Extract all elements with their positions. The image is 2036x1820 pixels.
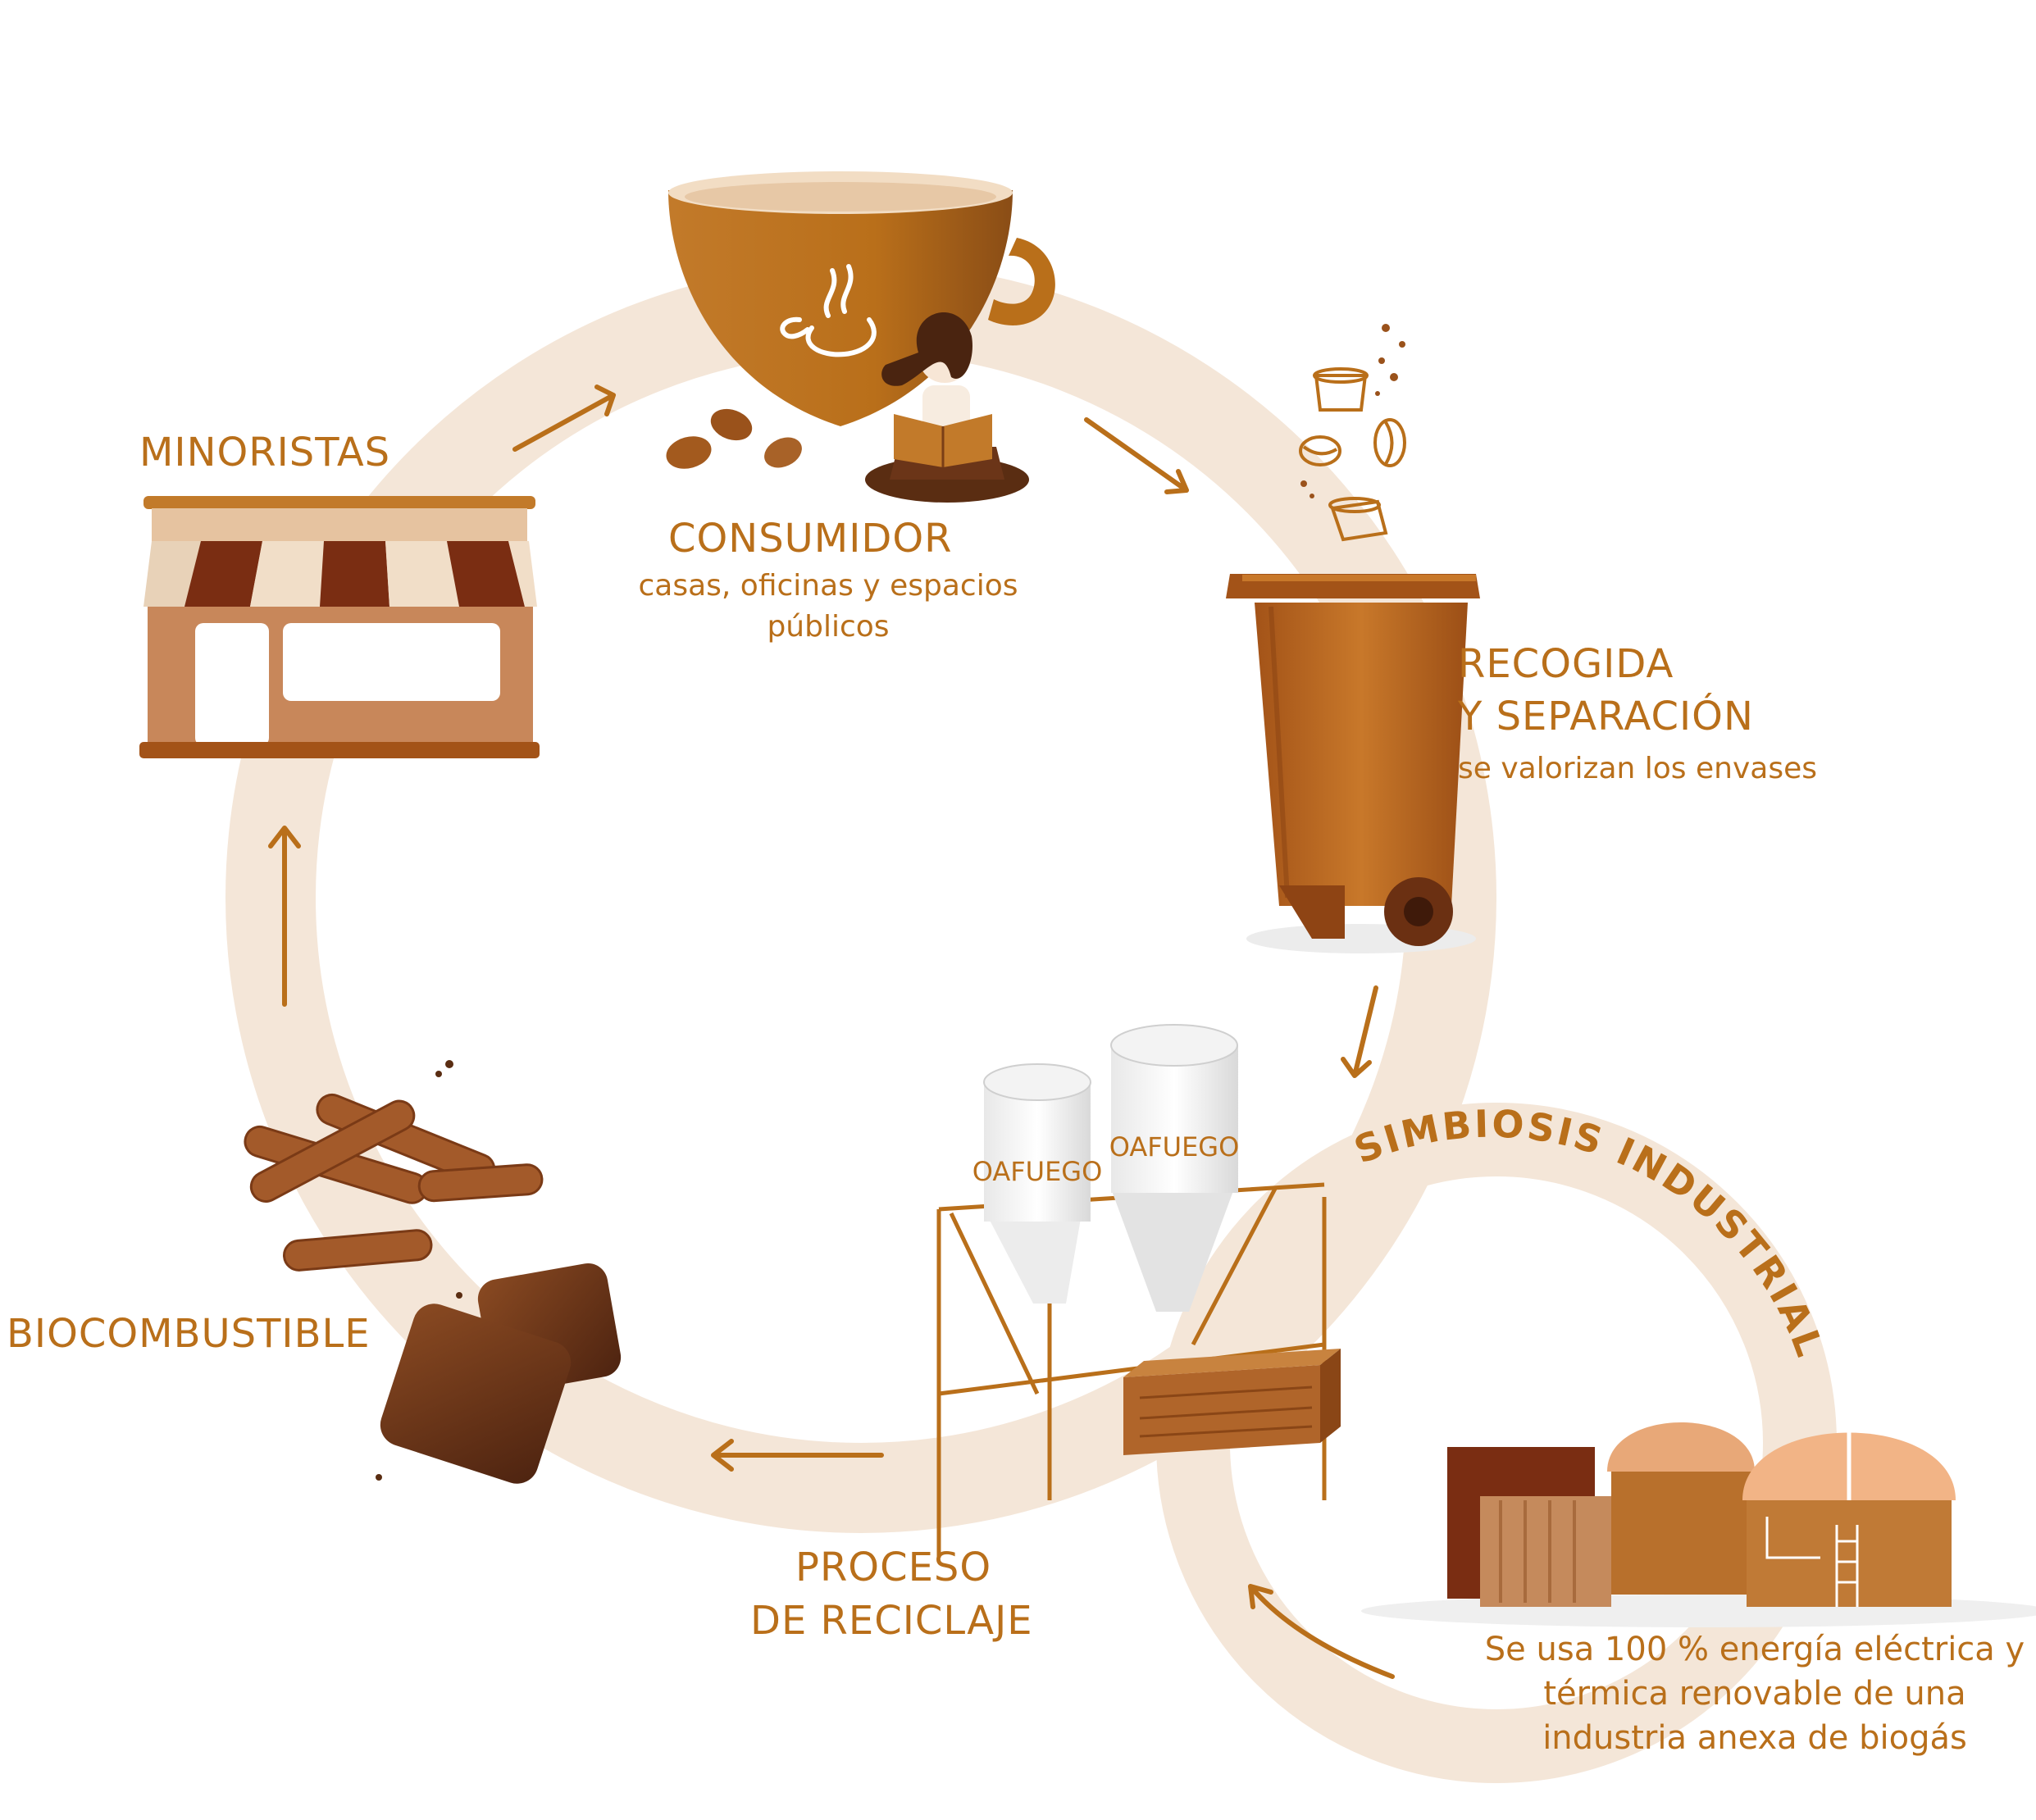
arrow-consumer-to-collection — [1084, 417, 1189, 494]
biogas-plant-illustration — [1361, 1414, 2036, 1627]
arrow-biofuel-to-retail — [268, 826, 301, 1007]
coffee-cup-illustration — [666, 171, 1055, 503]
collection-title-line1: RECOGIDA — [1458, 641, 1674, 687]
biofuel-title: BIOCOMBUSTIBLE — [7, 1311, 371, 1357]
consumer-title: CONSUMIDOR — [668, 516, 953, 562]
silo-brand-left: OAFUEGO — [972, 1156, 1103, 1187]
consumer-subtitle: casas, oficinas y espacios públicos — [638, 569, 1018, 644]
collection-title-line2: Y SEPARACIÓN — [1458, 694, 1754, 739]
silo-brand-right: OAFUEGO — [1109, 1131, 1240, 1163]
retail-shop-illustration — [139, 496, 540, 758]
arrow-retail-to-consumer — [512, 384, 616, 452]
collection-subtitle: se valorizan los envases — [1458, 752, 1817, 785]
biofuel-illustration — [244, 1060, 622, 1484]
recycling-plant-illustration — [936, 1024, 1341, 1558]
flow-arrows — [268, 384, 1395, 1679]
symbiosis-description: Se usa 100 % energía eléctrica y térmica… — [1484, 1631, 2025, 1757]
recycling-title-line1: PROCESO — [795, 1545, 992, 1590]
recycling-title-line2: DE RECICLAJE — [750, 1598, 1033, 1644]
arrow-recycling-to-biofuel — [711, 1439, 884, 1472]
arrow-collection-to-recycling — [1341, 985, 1378, 1078]
recycling-bin-illustration — [1226, 574, 1480, 953]
arrow-symbiosis — [1248, 1584, 1395, 1679]
capsules-and-beans-icons — [1299, 324, 1406, 542]
retailers-title: MINORISTAS — [139, 430, 391, 475]
